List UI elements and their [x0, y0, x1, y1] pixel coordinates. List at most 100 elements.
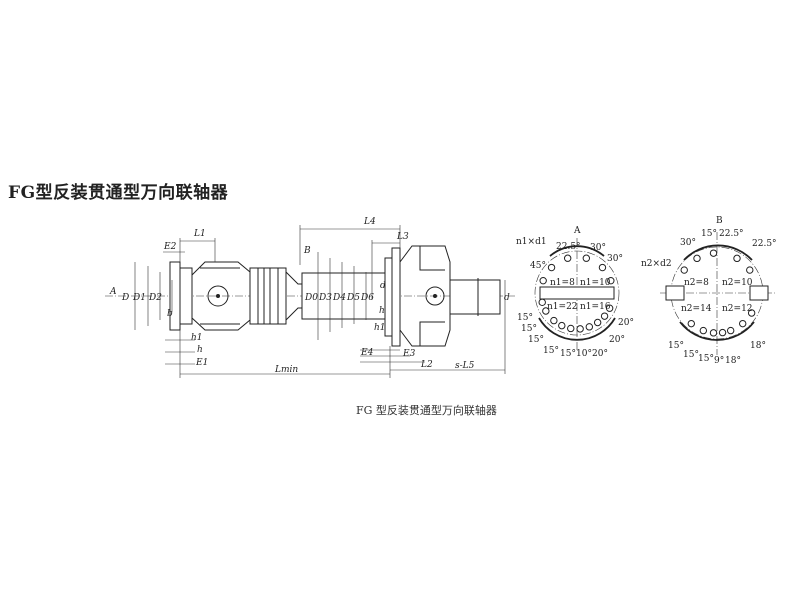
dimension-label: b [167, 309, 173, 319]
dimension-label: E4 [360, 348, 374, 358]
bolt-hole [542, 307, 550, 315]
dimension-label: D4 [332, 293, 346, 303]
left-cross-bearing [207, 285, 229, 307]
bolt-hole [693, 254, 701, 263]
bolt-hole [593, 318, 602, 327]
view-b-label: 18° [725, 356, 741, 366]
dimension-label: D3 [318, 293, 332, 303]
dimension-label: D0 [304, 293, 318, 303]
dimension-label: E1 [195, 358, 208, 368]
output-shaft [449, 279, 501, 315]
dimension-label: D5 [346, 293, 360, 303]
dimension-label: D1 [132, 293, 146, 303]
bolt-hole [547, 263, 556, 272]
view-b-label: 22.5° [719, 229, 744, 239]
left-flange [169, 261, 181, 331]
dimension-label: E3 [402, 349, 416, 359]
view-a-label: n1=16 [580, 302, 611, 312]
view-b [660, 232, 775, 355]
dimension-label: h [197, 345, 203, 355]
dimension-label: d [380, 281, 386, 291]
dimension-label: h [379, 306, 385, 316]
dimension-label: D2 [148, 293, 162, 303]
view-a-label: 30° [590, 243, 606, 253]
right-yoke [399, 245, 451, 347]
view-b-label: 15° [698, 354, 714, 364]
bolt-hole [550, 316, 558, 325]
sleeve [301, 272, 393, 320]
bolt-hole [733, 254, 741, 263]
bolt-hole [607, 276, 615, 285]
view-b-label: 15° [701, 229, 717, 239]
view-a-label: 20° [592, 349, 608, 359]
dimension-label: L3 [396, 232, 409, 242]
bolt-hole [567, 324, 575, 333]
view-a-label: 15° [521, 324, 537, 334]
view-b-key-left [665, 285, 685, 301]
dimension-label: L1 [193, 229, 206, 239]
dimension-label: D6 [360, 293, 374, 303]
bolt-hole [563, 254, 572, 262]
bolt-hole [739, 319, 747, 328]
bolt-hole [747, 309, 756, 317]
dimension-label: s-L5 [455, 361, 475, 371]
ribbed-section [249, 267, 287, 325]
view-a-label: 10° [576, 349, 592, 359]
view-a-label: A [573, 226, 581, 236]
view-b-label: 15° [683, 350, 699, 360]
view-b-label: 30° [680, 238, 696, 248]
view-b-key-right [749, 285, 769, 301]
figure-caption: FG 型反装贯通型万向联轴器 [356, 404, 497, 417]
bolt-hole [680, 266, 688, 274]
view-a-label: 20° [618, 318, 634, 328]
dimension-label: h1 [374, 323, 386, 333]
bolt-hole [709, 329, 718, 337]
bolt-hole [699, 326, 708, 335]
bolt-hole [576, 325, 584, 333]
bolt-hole [598, 263, 607, 272]
view-a-label: 15° [543, 346, 559, 356]
bolt-hole [687, 319, 695, 328]
bolt-hole [709, 249, 718, 257]
drawing-title: FG型反装贯通型万向联轴器 [8, 183, 229, 203]
view-a-key-slot [539, 286, 615, 300]
view-b-label: n2=8 [684, 278, 709, 288]
bolt-hole [582, 254, 591, 262]
view-a-label: 15° [528, 335, 544, 345]
dimension-label: L2 [420, 360, 433, 370]
dimension-label: Lmin [274, 365, 298, 375]
bolt-hole [726, 326, 735, 335]
view-a-label: 45° [530, 261, 546, 271]
view-b-label: n2=12 [722, 304, 753, 314]
bolt-hole [585, 323, 594, 331]
bolt-hole [558, 321, 566, 330]
view-b-label: 22.5° [752, 239, 777, 249]
bolt-hole [746, 266, 754, 274]
dimension-label: d [504, 293, 510, 303]
bolt-hole [538, 298, 546, 307]
view-a-label: n1=22 [547, 302, 578, 312]
view-a-label: 20° [609, 335, 625, 345]
dimension-label: A [109, 287, 117, 297]
bolt-hole [539, 276, 547, 285]
view-b-label: 18° [750, 341, 766, 351]
dimension-label: E2 [163, 242, 177, 252]
view-b-label: 15° [668, 341, 684, 351]
bolt-hole [600, 312, 609, 320]
view-a [534, 238, 620, 350]
bolt-hole [605, 304, 614, 312]
view-b-label: 9° [714, 356, 724, 366]
view-a-label: 15° [560, 349, 576, 359]
view-a-label: n1×d1 [516, 237, 547, 247]
view-a-label: n1=8 [550, 278, 575, 288]
right-cross-bearing [425, 286, 445, 306]
dimension-label: h1 [191, 333, 203, 343]
view-b-label: n2=14 [681, 304, 712, 314]
view-a-label: 22.5° [556, 242, 581, 252]
dimension-label: L4 [363, 217, 376, 227]
main-view [105, 225, 515, 378]
right-flange [391, 247, 401, 347]
view-b-label: B [716, 216, 723, 226]
view-b-label: n2×d2 [641, 259, 672, 269]
